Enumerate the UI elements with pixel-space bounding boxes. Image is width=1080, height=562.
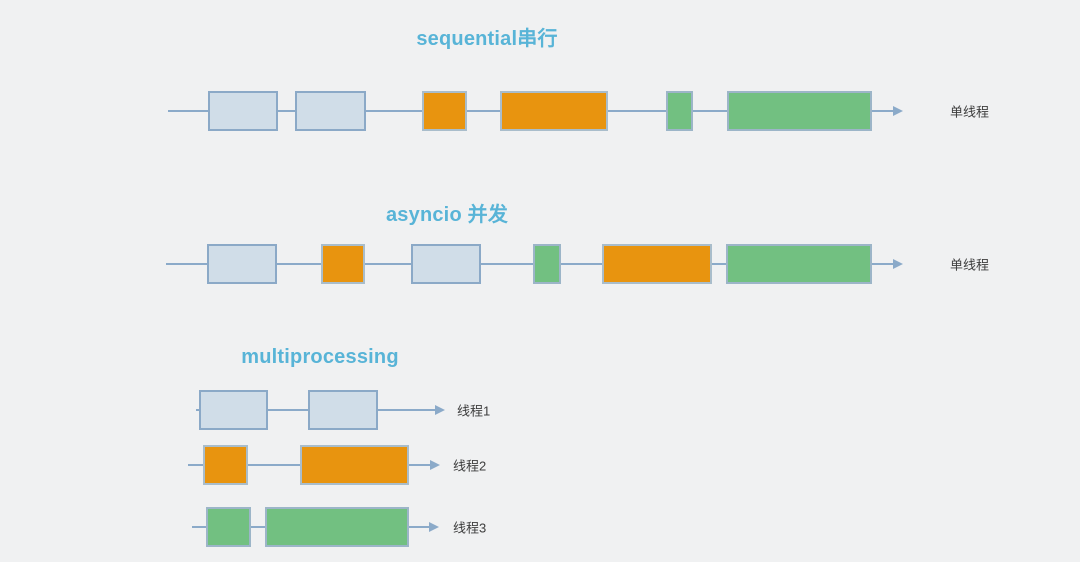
task-box-blue [308,390,378,430]
task-box-blue [208,91,278,131]
task-box-green [206,507,251,547]
task-box-orange [300,445,409,485]
task-box-blue [295,91,366,131]
arrowhead-icon [429,522,439,532]
thread-label: 线程3 [453,520,487,536]
task-box-green [727,91,872,131]
section-title-sequential: sequential串行 [416,28,558,50]
task-box-blue [207,244,277,284]
arrowhead-icon [435,405,445,415]
timeline-line [166,263,894,265]
thread-label: 线程1 [457,403,491,419]
task-box-orange [203,445,248,485]
thread-label: 单线程 [950,104,990,120]
task-box-green [726,244,872,284]
arrowhead-icon [893,259,903,269]
task-box-green [666,91,693,131]
task-box-green [265,507,409,547]
section-title-multiprocessing: multiprocessing [241,346,399,368]
arrowhead-icon [893,106,903,116]
task-box-green [533,244,561,284]
task-box-blue [411,244,481,284]
thread-label: 单线程 [950,257,990,273]
section-title-asyncio: asyncio 并发 [385,204,509,226]
task-box-orange [602,244,712,284]
thread-label: 线程2 [453,458,487,474]
task-box-orange [321,244,365,284]
task-box-orange [500,91,608,131]
task-box-blue [199,390,268,430]
task-box-orange [422,91,467,131]
arrowhead-icon [430,460,440,470]
